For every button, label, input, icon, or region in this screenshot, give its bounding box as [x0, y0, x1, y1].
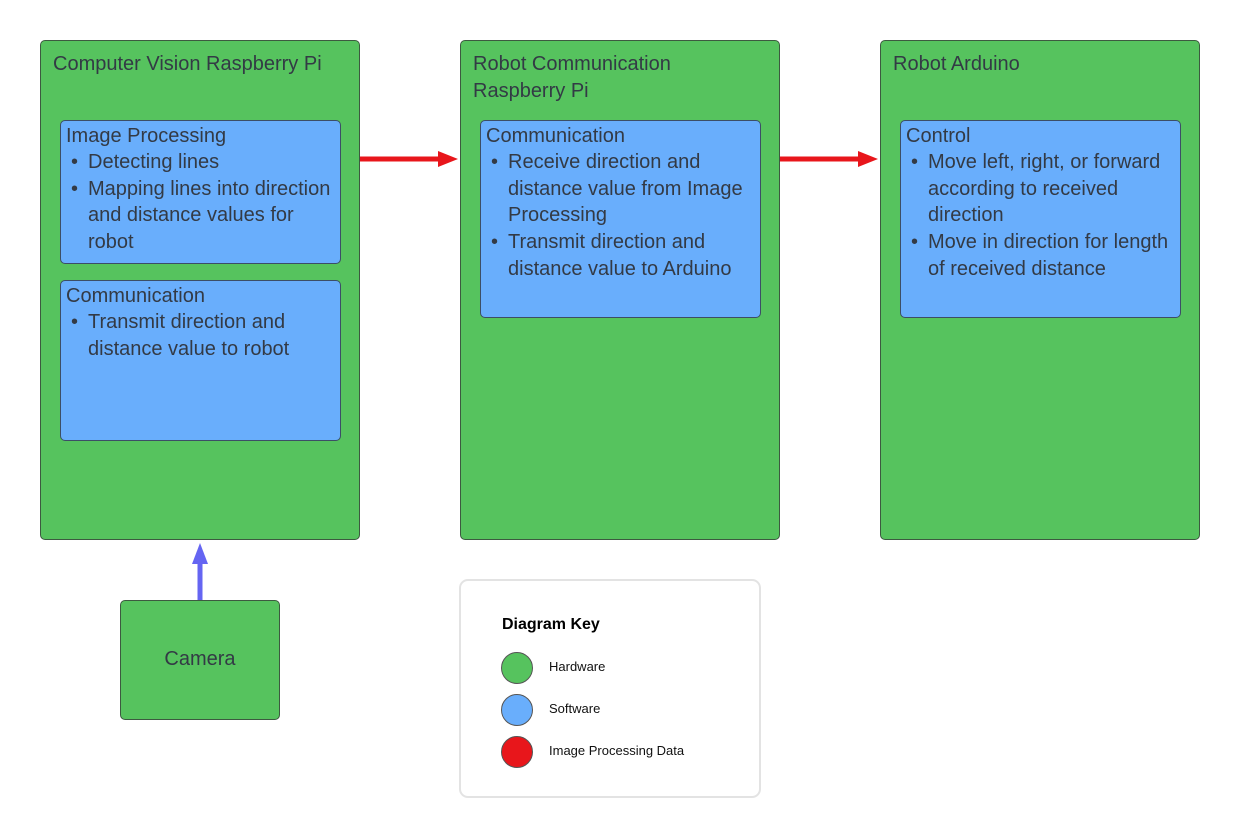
data-swatch-icon — [501, 736, 533, 768]
rc-pi-node: Robot Communication Raspberry Pi Communi… — [460, 40, 780, 540]
arduino-control-box: Control Move left, right, or forward acc… — [900, 120, 1181, 318]
list-item: Detecting lines — [66, 149, 336, 176]
key-label-hardware: Hardware — [549, 659, 606, 674]
arrow-rc-to-arduino — [780, 151, 878, 167]
key-label-image-processing-data: Image Processing Data — [549, 743, 685, 758]
key-label-software: Software — [549, 701, 601, 716]
hardware-swatch-icon — [501, 652, 533, 684]
camera-node: Camera — [120, 600, 280, 720]
arduino-title: Robot Arduino — [893, 53, 1020, 75]
cv-pi-title: Computer Vision Raspberry Pi — [53, 53, 322, 75]
list-item: Transmit direction and distance value to… — [486, 229, 756, 282]
cv-communication-title: Communication — [66, 285, 205, 307]
rc-communication-title: Communication — [486, 125, 625, 147]
cv-communication-list: Transmit direction and distance value to… — [66, 309, 336, 362]
list-item: Move left, right, or forward according t… — [906, 149, 1176, 229]
rc-communication-list: Receive direction and distance value fro… — [486, 149, 756, 283]
cv-image-processing-title: Image Processing — [66, 125, 227, 147]
arduino-control-list: Move left, right, or forward according t… — [906, 149, 1176, 283]
software-swatch-icon — [501, 694, 533, 726]
list-item: Move in direction for length of received… — [906, 229, 1176, 282]
diagram-key: Diagram Key Hardware Software Image Proc… — [459, 579, 761, 798]
list-item: Transmit direction and distance value to… — [66, 309, 336, 362]
cv-communication-box: Communication Transmit direction and dis… — [60, 280, 341, 441]
cv-image-processing-list: Detecting lines Mapping lines into direc… — [66, 149, 336, 256]
list-item: Mapping lines into direction and distanc… — [66, 176, 336, 256]
rc-pi-title: Robot Communication Raspberry Pi — [473, 53, 671, 102]
cv-image-processing-box: Image Processing Detecting lines Mapping… — [60, 120, 341, 264]
arrow-cv-to-rc — [360, 151, 458, 167]
cv-pi-node: Computer Vision Raspberry Pi Image Proce… — [40, 40, 360, 540]
camera-label: Camera — [164, 648, 236, 670]
rc-communication-box: Communication Receive direction and dist… — [480, 120, 761, 318]
arduino-node: Robot Arduino Control Move left, right, … — [880, 40, 1200, 540]
arduino-control-title: Control — [906, 125, 971, 147]
arrow-camera-to-cv — [192, 543, 208, 600]
diagram-key-title: Diagram Key — [502, 616, 600, 633]
list-item: Receive direction and distance value fro… — [486, 149, 756, 229]
